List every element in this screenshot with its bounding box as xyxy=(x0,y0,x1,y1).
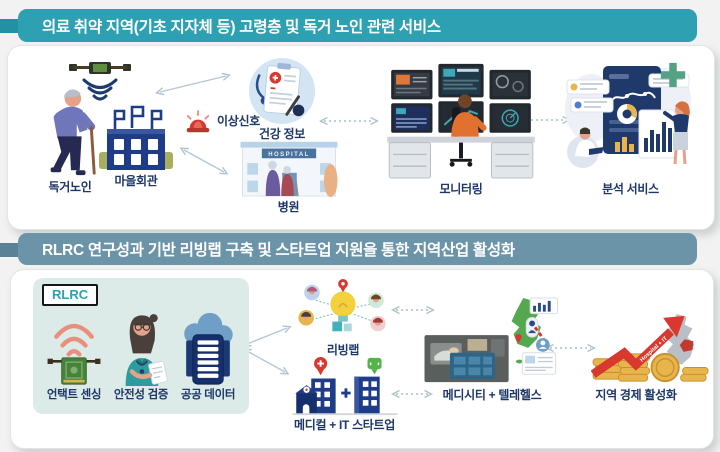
label-monitoring: 모니터링 xyxy=(439,182,483,196)
rlrc-box: RLRC xyxy=(33,278,249,414)
label-elderly: 독거노인 xyxy=(48,180,92,194)
economy-growth-icon: Hospital + IT xyxy=(591,313,709,383)
top-panel: 독거노인 xyxy=(7,45,715,230)
public-data-cloud-server-icon xyxy=(184,313,233,385)
node-iot-sensor xyxy=(59,59,141,105)
safety-verification-nurse-icon xyxy=(125,314,168,387)
health-record-icon xyxy=(248,57,316,125)
node-village-hall: 마을회관 xyxy=(99,102,173,188)
top-ribbon-tab xyxy=(0,19,22,33)
untact-sensing-icon xyxy=(47,324,101,386)
node-economy: Hospital + IT 지역 경제 활성화 xyxy=(591,312,713,402)
top-header-ribbon: 의료 취약 지역(기초 지자체 등) 고령층 및 독거 노인 관련 서비스 xyxy=(18,9,697,42)
iot-sensor-signal-icon xyxy=(69,62,131,101)
rlrc-item-untact-sensing: 언택트 센싱 xyxy=(41,310,107,402)
label-living-lab: 리빙랩 xyxy=(326,343,360,357)
label-analysis: 분석 서비스 xyxy=(602,182,659,196)
elderly-person-icon xyxy=(50,89,96,176)
node-analysis: 분석 서비스 xyxy=(563,62,698,196)
label-medicity: 메디시티 + 텔레헬스 xyxy=(442,388,542,402)
village-hall-building-icon xyxy=(99,105,173,170)
bottom-ribbon-tab xyxy=(0,243,22,257)
data-analysis-icon xyxy=(565,66,691,168)
siren-icon xyxy=(186,110,210,133)
label-startup: 메디컬 + IT 스타트업 xyxy=(293,418,396,432)
node-alert-signal: 이상신호 xyxy=(184,108,260,135)
hospital-building-icon: HOSPITAL xyxy=(240,141,337,198)
rlrc-item-safety-verification: 안전성 검증 xyxy=(108,310,174,402)
rlrc-items: 언택트 센싱 xyxy=(33,310,249,402)
bottom-header-title: RLRC 연구성과 기반 리빙랩 구축 및 스타트업 지원을 통한 지역산업 활… xyxy=(42,242,515,259)
label-untact-sensing: 언택트 센싱 xyxy=(46,389,102,402)
rlrc-item-public-data: 공공 데이터 xyxy=(175,310,241,402)
label-health-info: 건강 정보 xyxy=(259,127,305,141)
node-hospital: HOSPITAL 병원 xyxy=(237,134,340,214)
node-startup: 메디컬 + IT 스타트업 xyxy=(287,356,402,432)
node-monitoring: 모니터링 xyxy=(386,60,536,196)
node-elderly: 독거노인 xyxy=(26,86,114,194)
arrow-villagehall-hospital xyxy=(184,150,224,172)
top-header-title: 의료 취약 지역(기초 지자체 등) 고령층 및 독거 노인 관련 서비스 xyxy=(42,18,441,36)
label-village-hall: 마을회관 xyxy=(114,174,158,188)
arrow-rlrc-startup xyxy=(247,351,285,372)
bottom-header-ribbon: RLRC 연구성과 기반 리빙랩 구축 및 스타트업 지원을 통한 지역산업 활… xyxy=(18,233,697,265)
node-health-info: 건강 정보 xyxy=(241,57,323,141)
startup-buildings-icon xyxy=(292,356,397,416)
label-safety-verification: 안전성 검증 xyxy=(113,389,169,402)
node-medicity: 메디시티 + 텔레헬스 xyxy=(423,296,561,402)
arrow-rlrc-livinglab xyxy=(247,328,287,344)
rlrc-title: RLRC xyxy=(42,284,99,306)
monitoring-control-room-icon xyxy=(387,63,535,179)
label-alert-signal: 이상신호 xyxy=(217,113,260,128)
hospital-sign-text: HOSPITAL xyxy=(268,152,310,158)
medical-cross-icon xyxy=(660,62,686,88)
label-public-data: 공공 데이터 xyxy=(180,389,236,402)
label-hospital: 병원 xyxy=(277,200,300,214)
label-economy: 지역 경제 활성화 xyxy=(595,388,677,402)
node-living-lab: 리빙랩 xyxy=(293,277,393,357)
medicity-telehealth-icon xyxy=(424,297,559,383)
bottom-panel: RLRC xyxy=(10,269,714,449)
arrow-villagehall-healthinfo xyxy=(160,76,226,92)
living-lab-bulb-icon xyxy=(298,278,386,332)
